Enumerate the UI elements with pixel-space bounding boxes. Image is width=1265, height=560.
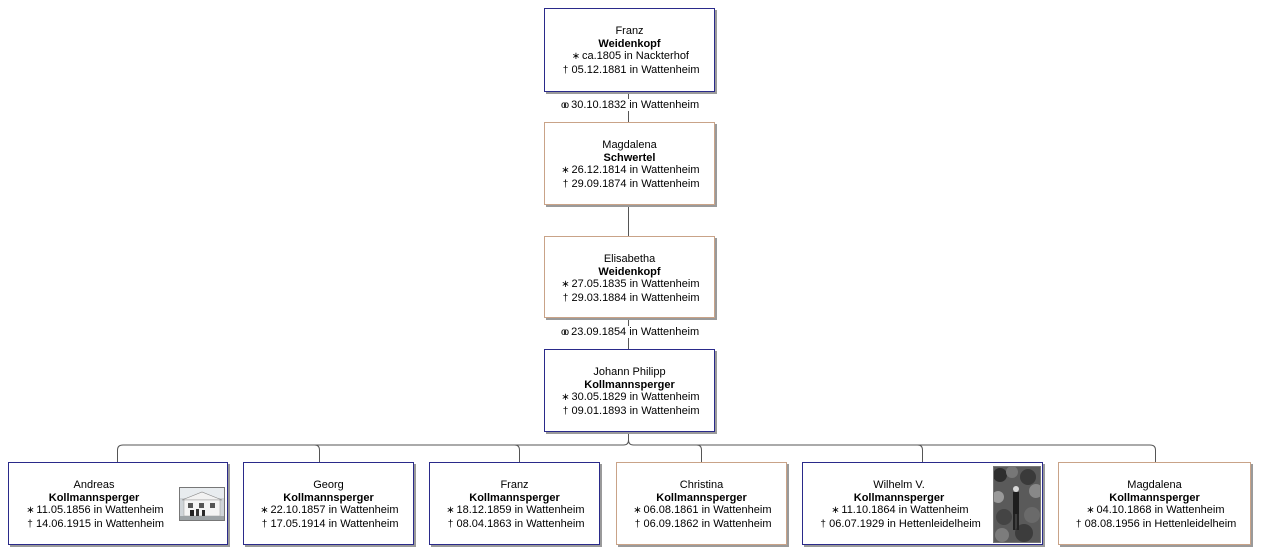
death-info: 17.05.1914 in Wattenheim bbox=[270, 517, 399, 530]
birth-info: 26.12.1814 in Wattenheim bbox=[571, 164, 700, 176]
person-surname: Kollmannsperger bbox=[48, 491, 140, 504]
person-christina-kollmannsperger[interactable]: Christina Kollmannsperger ∗06.08.1861 in… bbox=[616, 462, 787, 545]
birth-info: 22.10.1857 in Wattenheim bbox=[270, 504, 399, 516]
birth-icon: ∗ bbox=[561, 279, 570, 290]
person-first-name: Johann Philipp bbox=[593, 366, 666, 378]
birth-icon: ∗ bbox=[831, 505, 840, 516]
death-info: 05.12.1881 in Wattenheim bbox=[571, 63, 700, 76]
birth-info: 30.05.1829 in Wattenheim bbox=[571, 391, 700, 403]
death-icon: † bbox=[261, 518, 268, 530]
birth-info: 11.05.1856 in Wattenheim bbox=[36, 504, 164, 516]
person-first-name: Elisabetha bbox=[603, 253, 656, 265]
person-first-name: Andreas bbox=[73, 479, 115, 491]
death-icon: † bbox=[27, 518, 33, 530]
birth-icon: ∗ bbox=[633, 505, 642, 516]
death-info: 29.09.1874 in Wattenheim bbox=[571, 177, 700, 190]
marriage-date: 23.09.1854 in Wattenheim bbox=[571, 326, 700, 338]
person-surname: Weidenkopf bbox=[598, 265, 661, 278]
death-icon: † bbox=[562, 405, 569, 417]
person-surname: Kollmannsperger bbox=[469, 491, 560, 504]
death-icon: † bbox=[634, 518, 641, 530]
person-surname: Kollmannsperger bbox=[283, 491, 374, 504]
birth-info: 04.10.1868 in Wattenheim bbox=[1096, 504, 1225, 516]
birth-icon: ∗ bbox=[1086, 505, 1095, 516]
death-icon: † bbox=[820, 518, 826, 530]
death-icon: † bbox=[447, 518, 454, 530]
death-info: 14.06.1915 in Wattenheim bbox=[35, 517, 164, 530]
death-info: 08.08.1956 in Hettenleidelheim bbox=[1084, 517, 1237, 530]
birth-icon: ∗ bbox=[260, 505, 269, 516]
house-photo-icon bbox=[180, 488, 224, 520]
person-magdalena-schwertel[interactable]: Magdalena Schwertel ∗26.12.1814 in Watte… bbox=[544, 122, 715, 205]
marriage-date: 30.10.1832 in Wattenheim bbox=[571, 99, 700, 111]
person-photo[interactable] bbox=[179, 487, 225, 521]
person-surname: Kollmannsperger bbox=[584, 378, 675, 391]
birth-info: 27.05.1835 in Wattenheim bbox=[571, 278, 700, 290]
marriage-icon: oo bbox=[561, 327, 569, 338]
death-info: 06.09.1862 in Wattenheim bbox=[643, 517, 772, 530]
person-surname: Weidenkopf bbox=[598, 37, 661, 50]
person-elisabetha-weidenkopf[interactable]: Elisabetha Weidenkopf ∗27.05.1835 in Wat… bbox=[544, 236, 715, 318]
birth-info: 06.08.1861 in Wattenheim bbox=[643, 504, 772, 516]
person-franz-kollmannsperger[interactable]: Franz Kollmannsperger ∗18.12.1859 in Wat… bbox=[429, 462, 600, 545]
person-georg-kollmannsperger[interactable]: Georg Kollmannsperger ∗22.10.1857 in Wat… bbox=[243, 462, 414, 545]
birth-icon: ∗ bbox=[561, 392, 570, 403]
person-franz-weidenkopf[interactable]: Franz Weidenkopf ∗ca.1805 in Nackterhof … bbox=[544, 8, 715, 92]
marriage-icon: oo bbox=[561, 100, 569, 111]
death-info: 29.03.1884 in Wattenheim bbox=[571, 291, 700, 304]
portrait-photo-icon bbox=[994, 467, 1040, 542]
death-info: 09.01.1893 in Wattenheim bbox=[571, 404, 700, 417]
birth-info: 18.12.1859 in Wattenheim bbox=[456, 504, 585, 516]
person-surname: Kollmannsperger bbox=[853, 491, 945, 504]
person-johann-philipp-kollmannsperger[interactable]: Johann Philipp Kollmannsperger ∗30.05.18… bbox=[544, 349, 715, 432]
death-info: 08.04.1863 in Wattenheim bbox=[456, 517, 585, 530]
person-surname: Kollmannsperger bbox=[1109, 491, 1200, 504]
person-andreas-kollmannsperger[interactable]: Andreas Kollmannsperger ∗11.05.1856 in W… bbox=[8, 462, 228, 545]
birth-info: 11.10.1864 in Wattenheim bbox=[841, 504, 969, 516]
person-first-name: Franz bbox=[615, 25, 644, 37]
death-info: 06.07.1929 in Hettenleidelheim bbox=[829, 517, 981, 530]
death-icon: † bbox=[562, 64, 569, 76]
birth-icon: ∗ bbox=[561, 165, 570, 176]
person-first-name: Magdalena bbox=[602, 139, 657, 151]
person-first-name: Wilhelm V. bbox=[873, 479, 925, 491]
death-icon: † bbox=[562, 178, 569, 190]
person-first-name: Georg bbox=[313, 479, 344, 491]
person-wilhelm-kollmannsperger[interactable]: Wilhelm V. Kollmannsperger ∗11.10.1864 i… bbox=[802, 462, 1043, 545]
person-surname: Kollmannsperger bbox=[656, 491, 747, 504]
death-icon: † bbox=[1075, 518, 1082, 530]
birth-icon: ∗ bbox=[571, 51, 581, 62]
birth-info: ca.1805 in Nackterhof bbox=[581, 50, 689, 62]
death-icon: † bbox=[562, 292, 569, 304]
birth-icon: ∗ bbox=[446, 505, 455, 516]
person-first-name: Christina bbox=[679, 479, 724, 491]
birth-icon: ∗ bbox=[26, 505, 35, 516]
person-magdalena-kollmannsperger[interactable]: Magdalena Kollmannsperger ∗04.10.1868 in… bbox=[1058, 462, 1251, 545]
person-first-name: Franz bbox=[500, 479, 529, 491]
person-surname: Schwertel bbox=[603, 151, 656, 164]
person-photo[interactable] bbox=[993, 466, 1041, 543]
person-first-name: Magdalena bbox=[1127, 479, 1182, 491]
